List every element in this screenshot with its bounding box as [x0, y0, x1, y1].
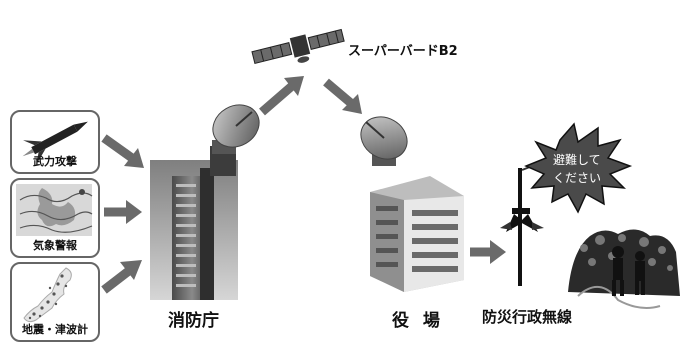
arrow-satellite-to-office: [323, 78, 362, 114]
seismic-map-icon: [23, 267, 72, 323]
source-box-armed-attack: 武力攻撃: [10, 110, 100, 174]
office-label: 役 場: [392, 311, 444, 331]
evacuation-callout: [524, 122, 633, 214]
arrow-fdma-to-satellite: [259, 76, 304, 116]
fdma-satellite-dish: [212, 104, 260, 154]
source-label-armed-attack: 武力攻撃: [33, 155, 77, 168]
satellite-label: スーパーバードB2: [348, 44, 458, 59]
arrow-weather-to-fdma: [104, 200, 142, 224]
office-satellite-dish: [360, 116, 408, 166]
source-label-weather-warning: 気象警報: [33, 239, 77, 252]
arrow-office-to-broadcast: [470, 240, 506, 264]
broadcast-label: 防災行政無線: [482, 308, 573, 326]
callout-text-line1: 避難して: [553, 153, 601, 167]
arrow-seismic-to-fdma: [101, 260, 142, 294]
source-box-seismic-tsunami: 地震・津波計: [10, 262, 100, 342]
fdma-building-image: [150, 146, 238, 300]
arrow-attack-to-fdma: [101, 134, 144, 168]
weather-map-icon: [16, 184, 93, 236]
evacuating-crowd-image: [568, 229, 680, 309]
fdma-label: 消防庁: [168, 311, 219, 331]
source-box-weather-warning: 気象警報: [10, 178, 100, 258]
callout-text-line2: ください: [553, 171, 602, 185]
speaker-tower-icon: [500, 159, 549, 286]
satellite-icon: [251, 28, 345, 65]
missile-icon: [22, 121, 88, 165]
source-label-seismic-tsunami: 地震・津波計: [22, 323, 88, 336]
office-building-image: [370, 176, 464, 292]
